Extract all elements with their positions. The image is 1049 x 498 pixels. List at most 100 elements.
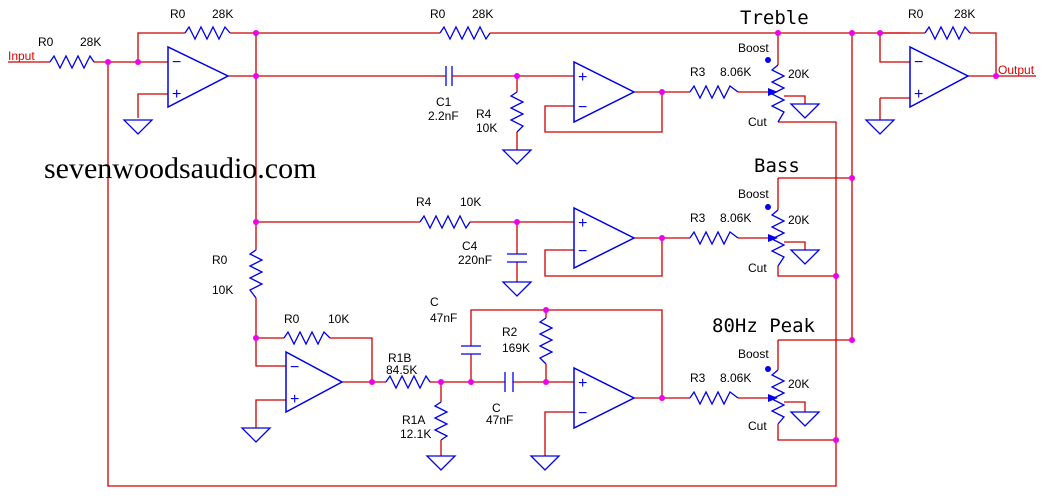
r-top-value: 28K [472, 7, 493, 21]
potentiometer-treble [765, 57, 786, 123]
junctions [105, 30, 999, 443]
resistor-r3-bass [689, 230, 739, 246]
c1-name: C1 [436, 95, 452, 109]
capacitor-c1 [437, 66, 455, 86]
r3-peak-name: R3 [690, 371, 706, 385]
opamp-minus-sign: − [578, 99, 587, 116]
potentiometer-bass [765, 204, 786, 267]
c-bot-value: 47nF [486, 413, 513, 427]
opamp-minus-sign: − [578, 405, 587, 422]
r0-inv-name: R0 [284, 312, 300, 326]
resistor-r-out [924, 25, 971, 41]
input-label: Input [8, 49, 35, 63]
r-top-name: R0 [430, 7, 446, 21]
c-top-name: C [430, 295, 439, 309]
ground-icon [789, 249, 821, 265]
r3-treble-name: R3 [690, 65, 706, 79]
r3-treble-value: 8.06K [720, 65, 751, 79]
resistor-r1b [385, 374, 431, 390]
ground-icon [789, 103, 821, 119]
ground-icon [425, 455, 457, 471]
potentiometer-peak [765, 366, 786, 425]
opamp-peak: + − [573, 366, 636, 430]
pot-treble-cut: Cut [748, 115, 767, 129]
pot-peak-value: 20K [788, 377, 809, 391]
r0-inv-value: 10K [328, 312, 349, 326]
output-label: Output [998, 63, 1035, 77]
pot-bass-boost: Boost [738, 187, 769, 201]
r1b-value: 84.5K [386, 363, 417, 377]
opamp-plus-sign: + [172, 86, 181, 103]
resistor-r0-div [248, 249, 264, 299]
opamp-bass: + − [573, 206, 636, 270]
r3-peak-value: 8.06K [720, 371, 751, 385]
title-bass: Bass [754, 155, 800, 177]
r4-treble-value: 10K [476, 121, 497, 135]
ground-icon [240, 427, 272, 443]
capacitors [437, 66, 527, 392]
opamp-plus-sign: + [290, 391, 299, 408]
c1-value: 2.2nF [428, 109, 459, 123]
pot-treble-value: 20K [788, 67, 809, 81]
website-watermark: sevenwoodsaudio.com [44, 152, 316, 185]
resistor-r4-bass [419, 214, 471, 230]
c-bot-name: C [492, 401, 501, 415]
r0-div-value: 10K [212, 283, 233, 297]
opamp-minus-sign: − [290, 359, 299, 376]
opamp-plus-sign: + [578, 215, 587, 232]
r-in-value: 28K [80, 35, 101, 49]
pot-bass-value: 20K [788, 213, 809, 227]
capacitor-c-top [461, 345, 481, 355]
ground-icon [529, 455, 561, 471]
r0-div-name: R0 [212, 253, 228, 267]
resistor-r1a [433, 401, 449, 441]
pot-treble-boost: Boost [738, 41, 769, 55]
ground-icon [864, 119, 896, 135]
resistor-r2 [538, 317, 554, 365]
r1a-name: R1A [402, 413, 425, 427]
opamp-input-inverter: − + [167, 45, 230, 109]
r-fb1-value: 28K [212, 7, 233, 21]
r4-treble-name: R4 [476, 107, 492, 121]
c4-value: 220nF [458, 253, 492, 267]
labels: sevenwoodsaudio.com Treble Bass 80Hz Pea… [8, 7, 1035, 441]
r2-name: R2 [502, 325, 518, 339]
r1a-value: 12.1K [400, 427, 431, 441]
title-treble: Treble [740, 7, 809, 29]
resistor-r-fb1 [184, 25, 231, 41]
r3-bass-name: R3 [690, 211, 706, 225]
r-out-name: R0 [908, 7, 924, 21]
capacitor-c-bot [504, 372, 514, 392]
opamp-plus-sign: + [914, 86, 923, 103]
resistors [49, 25, 971, 441]
capacitor-c4 [507, 253, 527, 263]
resistor-r4-treble [509, 91, 525, 133]
r3-bass-value: 8.06K [720, 211, 751, 225]
ground-icon [122, 119, 154, 135]
r4-bass-name: R4 [416, 195, 432, 209]
resistor-r0-inv [283, 330, 331, 346]
opamp-plus-sign: + [578, 375, 587, 392]
opamp-minus-sign: − [578, 243, 587, 260]
r2-value: 169K [502, 341, 530, 355]
title-80hz-peak: 80Hz Peak [712, 315, 816, 337]
r1b-name: R1B [388, 351, 411, 365]
ground-icon [501, 149, 533, 165]
c-top-value: 47nF [430, 311, 457, 325]
opamp-plus-sign: + [578, 69, 587, 86]
r4-bass-value: 10K [460, 195, 481, 209]
resistor-r-top [439, 25, 491, 41]
resistor-r-in [49, 54, 95, 70]
r-out-value: 28K [954, 7, 975, 21]
r-fb1-name: R0 [170, 7, 186, 21]
opamp-inverter: − + [285, 350, 344, 414]
ground-symbols [122, 103, 896, 471]
opamp-output: − + [909, 45, 970, 109]
opamp-minus-sign: − [914, 54, 923, 71]
ground-icon [501, 281, 533, 297]
c4-name: C4 [462, 239, 478, 253]
resistor-r3-peak [689, 390, 739, 406]
pot-peak-cut: Cut [748, 419, 767, 433]
r-in-name: R0 [38, 35, 54, 49]
